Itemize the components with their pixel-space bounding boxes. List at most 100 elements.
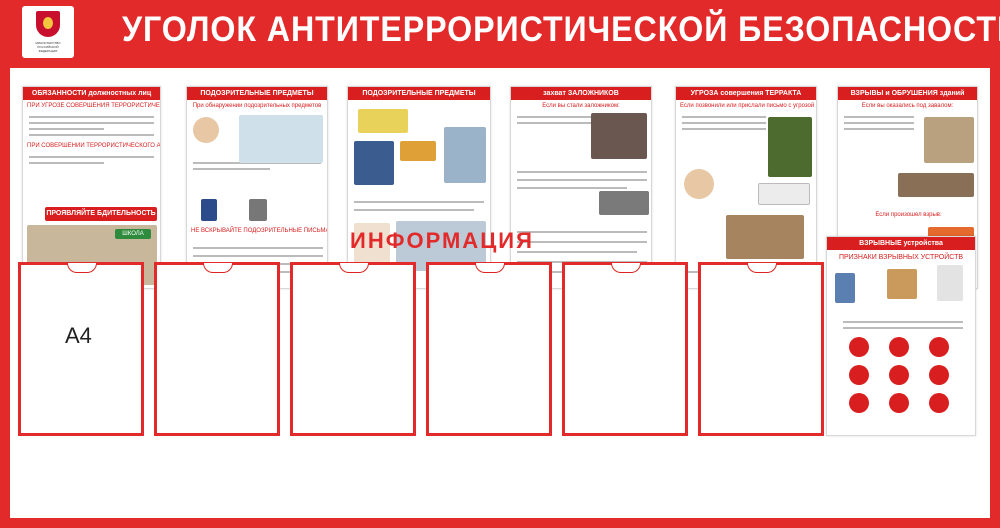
poster-title: ПОДОЗРИТЕЛЬНЫЕ ПРЕДМЕТЫ — [187, 87, 327, 100]
zone-circle — [889, 365, 909, 385]
text-line — [29, 116, 154, 118]
a4-pocket[interactable] — [426, 262, 552, 436]
a4-pocket[interactable]: А4 — [18, 262, 144, 436]
list-image — [354, 223, 390, 263]
poster-title: ВЗРЫВНЫЕ устройства — [827, 237, 975, 250]
poster-hostages: захват ЗАЛОЖНИКОВ Если вы стали заложник… — [510, 86, 652, 289]
pocket-tab — [611, 263, 641, 273]
text-line — [517, 122, 594, 124]
pocket-tab — [203, 263, 233, 273]
emblem-line: РОССИЙСКОЙ — [37, 45, 59, 49]
zone-circle — [849, 393, 869, 413]
street-scene-image — [239, 115, 323, 163]
text-line — [354, 209, 474, 211]
header: МИНИСТЕРСТВО РОССИЙСКОЙ ФЕДЕРАЦИИ УГОЛОК… — [0, 0, 1000, 70]
bottle-image — [937, 265, 963, 301]
poster-duties: ОБЯЗАННОСТИ должностных лиц ПРИ УГРОЗЕ С… — [22, 86, 161, 289]
suspicious-bag-image — [358, 109, 408, 133]
emblem-caption: МИНИСТЕРСТВО РОССИЙСКОЙ ФЕДЕРАЦИИ — [28, 41, 68, 53]
pocket-label: А4 — [65, 323, 92, 348]
pocket-tab — [67, 263, 97, 273]
milk-box-image — [835, 273, 855, 303]
poster-title: УГРОЗА совершения ТЕРРАКТА — [676, 87, 816, 100]
poster-title: ОБЯЗАННОСТИ должностных лиц — [23, 87, 160, 100]
text-line — [517, 187, 627, 189]
person-phone-image — [193, 117, 219, 143]
poster-subtitle-2: ПРИ СОВЕРШЕНИИ ТЕРРОРИСТИЧЕСКОГО АКТА — [27, 143, 160, 149]
rubble-image — [924, 117, 974, 163]
text-line — [29, 134, 154, 136]
emblem-line: МИНИСТЕРСТВО — [35, 41, 61, 45]
zone-circle — [929, 365, 949, 385]
a4-pocket[interactable] — [698, 262, 824, 436]
text-line — [517, 251, 637, 253]
text-line — [193, 255, 323, 257]
letter-image — [758, 183, 810, 205]
poster-subtitle: Если вы оказались под завалом: — [861, 103, 954, 109]
poster-subtitle-2: Если произошел взрыв: — [875, 212, 942, 218]
text-line — [354, 201, 484, 203]
poster-subtitle: ПРИЗНАКИ ВЗРЫВНЫХ УСТРОЙСТВ — [838, 254, 964, 261]
text-line — [193, 168, 270, 170]
poster-terror-threat: УГРОЗА совершения ТЕРРАКТА Если позвонил… — [675, 86, 817, 289]
school-sign: ШКОЛА — [115, 229, 151, 239]
poster-explosive-devices: ВЗРЫВНЫЕ устройства ПРИЗНАКИ ВЗРЫВНЫХ УС… — [826, 236, 976, 436]
assault-image — [599, 191, 649, 215]
text-line — [29, 128, 105, 130]
shield-icon — [36, 11, 60, 37]
text-line — [517, 116, 594, 118]
text-line — [517, 179, 647, 181]
text-line — [29, 156, 154, 158]
office-image — [726, 215, 804, 259]
zone-circle — [849, 337, 869, 357]
zone-circle — [929, 337, 949, 357]
text-line — [682, 116, 766, 118]
poster-suspicious-items: ПОДОЗРИТЕЛЬНЫЕ ПРЕДМЕТЫ При обнаружении … — [186, 86, 328, 289]
text-line — [193, 162, 321, 164]
zone-circle — [889, 337, 909, 357]
text-line — [844, 128, 914, 130]
text-line — [517, 241, 647, 243]
mobile-phone-image — [201, 199, 217, 221]
text-line — [29, 122, 154, 124]
poster-subtitle: При обнаружении подозрительных предметов — [192, 103, 322, 109]
poster-title: захват ЗАЛОЖНИКОВ — [511, 87, 651, 100]
vigilance-banner: ПРОЯВЛЯЙТЕ БДИТЕЛЬНОСТЬ ! — [45, 207, 157, 231]
info-heading: ИНФОРМАЦИЯ — [350, 228, 534, 253]
pocket-tab — [339, 263, 369, 273]
text-line — [29, 162, 105, 164]
emblem-logo: МИНИСТЕРСТВО РОССИЙСКОЙ ФЕДЕРАЦИИ — [22, 6, 74, 58]
caller-image — [768, 117, 812, 177]
zone-circle — [889, 393, 909, 413]
text-line — [843, 327, 963, 329]
page-title: УГОЛОК АНТИТЕРРОРИСТИЧЕСКОЙ БЕЗОПАСНОСТИ — [122, 10, 1000, 49]
trapped-person-image — [898, 173, 974, 197]
pocket-tab — [475, 263, 505, 273]
poster-title: ПОДОЗРИТЕЛЬНЫЕ ПРЕДМЕТЫ — [348, 87, 490, 100]
poster-subtitle: ПРИ УГРОЗЕ СОВЕРШЕНИЯ ТЕРРОРИСТИЧЕСКОГО … — [27, 103, 160, 109]
police-image — [354, 141, 394, 185]
a4-pocket[interactable] — [290, 262, 416, 436]
text-line — [682, 128, 766, 130]
poster-subtitle: Если позвонили или прислали письмо с угр… — [680, 103, 815, 109]
hostage-image — [591, 113, 647, 159]
zone-circle — [929, 393, 949, 413]
text-line — [193, 247, 323, 249]
poster-title: ВЗРЫВЫ и ОБРУШЕНИЯ зданий — [838, 87, 977, 100]
a4-pocket[interactable] — [562, 262, 688, 436]
radio-image — [249, 199, 267, 221]
pocket-tab — [747, 263, 777, 273]
a4-pocket[interactable] — [154, 262, 280, 436]
car-image — [400, 141, 436, 161]
poster-suspicious-items-2: ПОДОЗРИТЕЛЬНЫЕ ПРЕДМЕТЫ — [347, 86, 491, 289]
text-line — [844, 116, 914, 118]
text-line — [517, 171, 647, 173]
poster-subtitle-2: НЕ ВСКРЫВАЙТЕ ПОДОЗРИТЕЛЬНЫЕ ПИСЬМА — [191, 228, 328, 234]
emblem-line: ФЕДЕРАЦИИ — [38, 49, 58, 53]
text-line — [517, 231, 647, 233]
text-line — [843, 321, 963, 323]
zone-circle — [849, 365, 869, 385]
text-line — [844, 122, 914, 124]
poster-subtitle: Если вы стали заложником: — [542, 103, 620, 109]
